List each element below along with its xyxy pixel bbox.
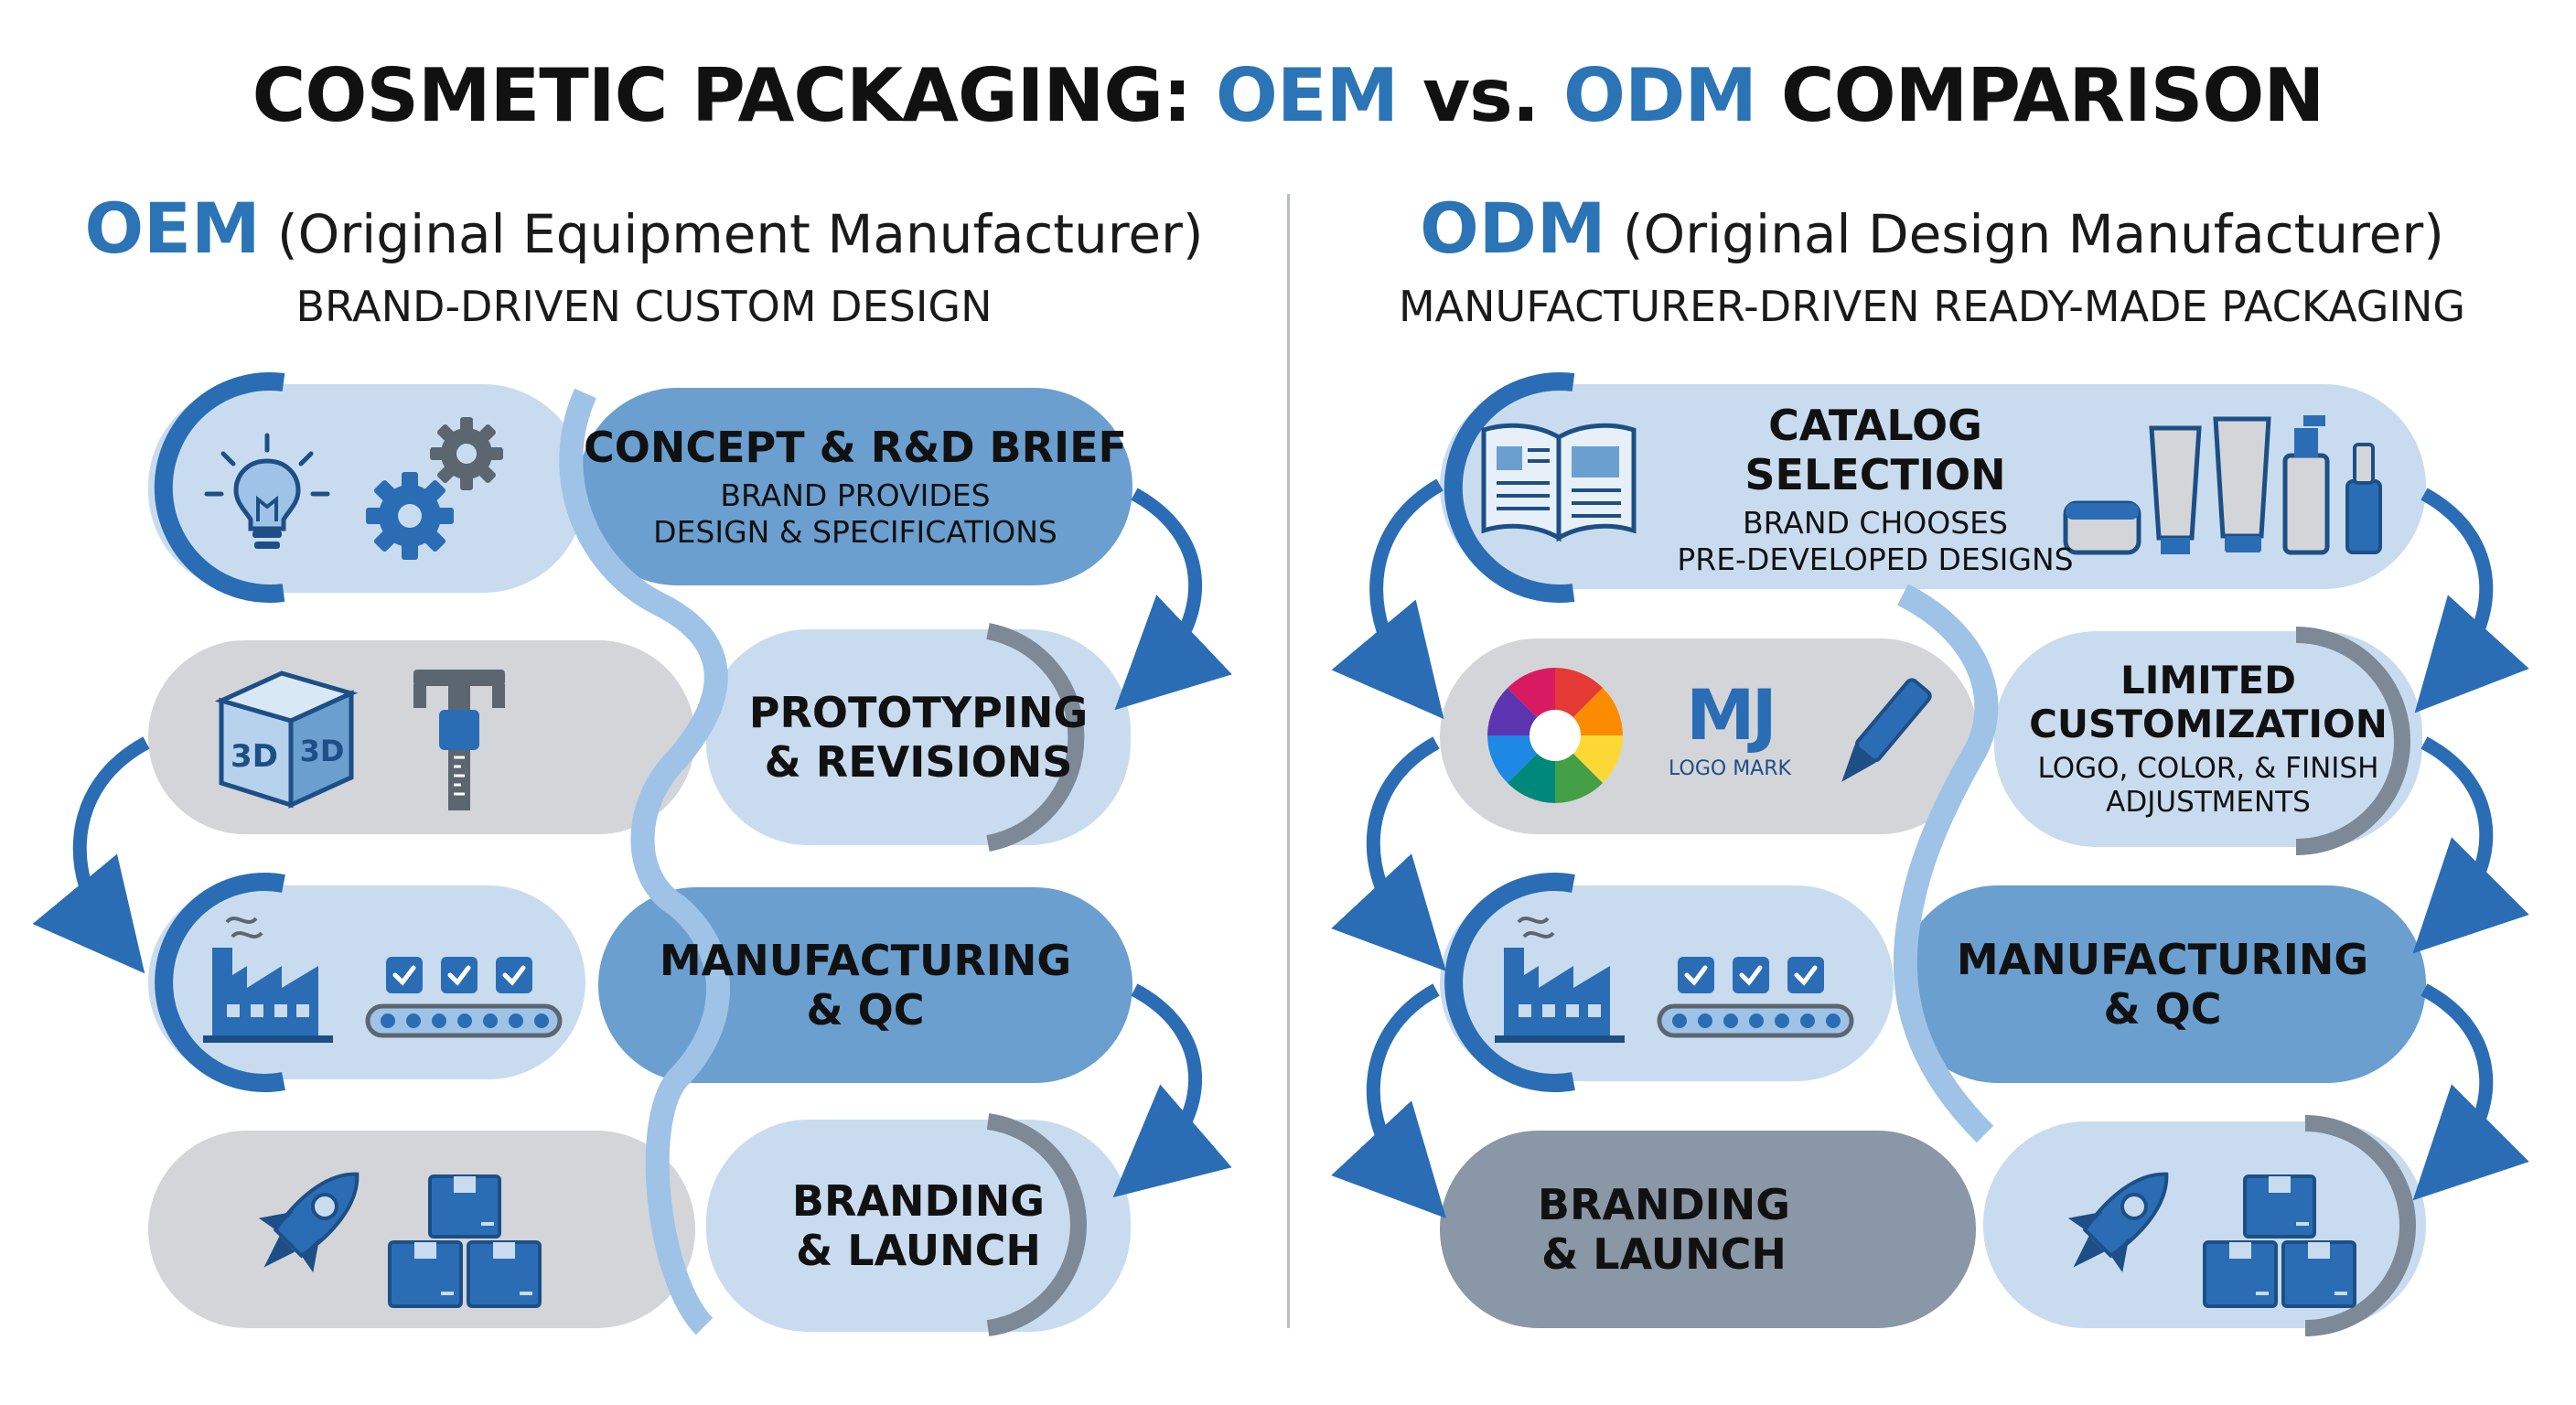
oem-ring-3 <box>155 873 285 1092</box>
odm-step2-title2: CUSTOMIZATION <box>2029 702 2388 746</box>
cube-label-right: 3D <box>300 734 345 768</box>
odm-step2-desc-line1: LOGO, COLOR, & FINISH <box>2037 752 2379 785</box>
title-oem: OEM <box>1215 53 1399 138</box>
logo-mark-glyph: MJ <box>1686 674 1777 756</box>
odm-arrow-left-3 <box>1331 983 1446 1218</box>
odm-step3-text-pill <box>1899 885 2426 1083</box>
odm-arrow-left-2 <box>1331 736 1446 971</box>
logo-mark-caption: LOGO MARK <box>1669 757 1791 780</box>
odm-s-band <box>1893 584 1999 1143</box>
cosmetic-bottles-icon <box>2063 415 2382 555</box>
odm-arrow-left-1 <box>1331 478 1444 720</box>
odm-step2-title: LIMITED <box>2120 658 2296 702</box>
lightbulb-icon <box>204 433 330 549</box>
oem-arrow-3 <box>1112 983 1232 1198</box>
oem-arrow-2 <box>32 736 150 974</box>
odm-full-name: (Original Design Manufacturer) <box>1605 203 2444 265</box>
oem-step1-title: CONCEPT & R&D BRIEF <box>584 423 1127 472</box>
conveyor-icon <box>365 957 563 1038</box>
oem-step1-icon-pill <box>148 384 585 593</box>
oem-step2-title2: & REVISIONS <box>764 737 1073 787</box>
odm-step4-text-pill <box>1440 1131 1976 1328</box>
oem-step1-text: CONCEPT & R&D BRIEF BRAND PROVIDES DESIG… <box>578 388 1132 585</box>
odm-heading: ODM (Original Design Manufacturer) <box>1288 188 2576 269</box>
odm-endcap-2 <box>2295 627 2410 855</box>
oem-heading: OEM (Original Equipment Manufacturer) <box>0 188 1288 269</box>
title-vs: vs. <box>1398 53 1563 138</box>
oem-endcap-2 <box>986 623 1085 852</box>
boxes-icon <box>388 1174 542 1308</box>
oem-ring-1 <box>154 372 285 603</box>
odm-step4-text: BRANDING & LAUNCH <box>1440 1131 1888 1328</box>
oem-full-name: (Original Equipment Manufacturer) <box>260 203 1204 265</box>
oem-step1-desc-line2: DESIGN & SPECIFICATIONS <box>653 514 1057 550</box>
odm-step2-desc-line2: ADJUSTMENTS <box>2106 786 2311 819</box>
factory-icon <box>203 917 333 1043</box>
oem-step4-title: BRANDING <box>791 1176 1046 1226</box>
odm-subtitle: MANUFACTURER-DRIVEN READY-MADE PACKAGING <box>1398 282 2465 331</box>
title-suffix: COMPARISON <box>1756 53 2324 138</box>
conveyor-icon <box>1657 957 1854 1038</box>
odm-ring-1 <box>1444 372 1575 603</box>
rocket-icon <box>258 1172 360 1273</box>
odm-arrow-right-3 <box>2412 983 2529 1201</box>
cube-label-left: 3D <box>231 738 278 775</box>
catalog-book-icon <box>1481 423 1637 542</box>
odm-step4-title2: & LAUNCH <box>1541 1229 1787 1279</box>
odm-step3-title2: & QC <box>2103 984 2222 1034</box>
odm-arrow-right-1 <box>2414 488 2529 713</box>
rocket-icon <box>2067 1172 2169 1273</box>
odm-endcap-4 <box>2304 1115 2416 1336</box>
odm-step4-title: BRANDING <box>1537 1180 1791 1229</box>
cube-3d-icon: 3D 3D <box>214 670 359 809</box>
title-prefix: COSMETIC PACKAGING: <box>252 53 1216 138</box>
odm-step3-title: MANUFACTURING <box>1956 935 2369 984</box>
center-divider <box>1287 194 1290 1328</box>
odm-step1-desc-line2: PRE-DEVELOPED DESIGNS <box>1677 542 2074 577</box>
logo-mark-icon: MJ LOGO MARK <box>1652 677 1808 796</box>
main-title: COSMETIC PACKAGING: OEM vs. ODM COMPARIS… <box>0 53 2576 138</box>
oem-s-band <box>559 388 730 1335</box>
oem-step3-title: MANUFACTURING <box>659 936 1072 985</box>
odm-step1-desc-line1: BRAND CHOOSES <box>1743 505 2008 541</box>
oem-arrow-1 <box>1114 488 1232 711</box>
oem-step3-text: MANUFACTURING & QC <box>598 887 1132 1083</box>
oem-step4-text: BRANDING & LAUNCH <box>706 1120 1131 1332</box>
caliper-icon <box>413 670 505 810</box>
oem-step1-desc-line1: BRAND PROVIDES <box>720 477 991 513</box>
oem-subtitle: BRAND-DRIVEN CUSTOM DESIGN <box>295 282 993 331</box>
oem-step2-text-pill <box>706 629 1131 845</box>
odm-arrow-right-2 <box>2412 736 2529 954</box>
boxes-icon <box>2203 1174 2356 1308</box>
odm-step2-text: LIMITED CUSTOMIZATION LOGO, COLOR, & FIN… <box>2000 640 2417 838</box>
oem-step2-text: PROTOTYPING & REVISIONS <box>706 629 1131 845</box>
oem-abbr: OEM <box>84 188 261 269</box>
oem-endcap-4 <box>986 1113 1087 1336</box>
odm-step2-text-pill <box>1994 631 2422 847</box>
oem-step1-text-pill <box>578 388 1132 585</box>
color-wheel-icon <box>1487 668 1623 803</box>
pen-icon <box>1841 678 1932 782</box>
odm-step3-text: MANUFACTURING & QC <box>1899 885 2426 1083</box>
odm-ring-3 <box>1444 873 1575 1092</box>
oem-step2-title: PROTOTYPING <box>748 688 1089 737</box>
odm-step1-title: CATALOG SELECTION <box>1744 401 2006 499</box>
factory-icon <box>1495 917 1625 1043</box>
odm-abbr: ODM <box>1420 188 1606 269</box>
oem-step3-title2: & QC <box>806 985 925 1035</box>
gears-icon <box>366 417 503 560</box>
oem-step4-title2: & LAUNCH <box>796 1226 1041 1275</box>
odm-step1-text: CATALOG SELECTION BRAND CHOOSES PRE-DEVE… <box>1647 401 2104 577</box>
title-odm: ODM <box>1562 53 1757 138</box>
